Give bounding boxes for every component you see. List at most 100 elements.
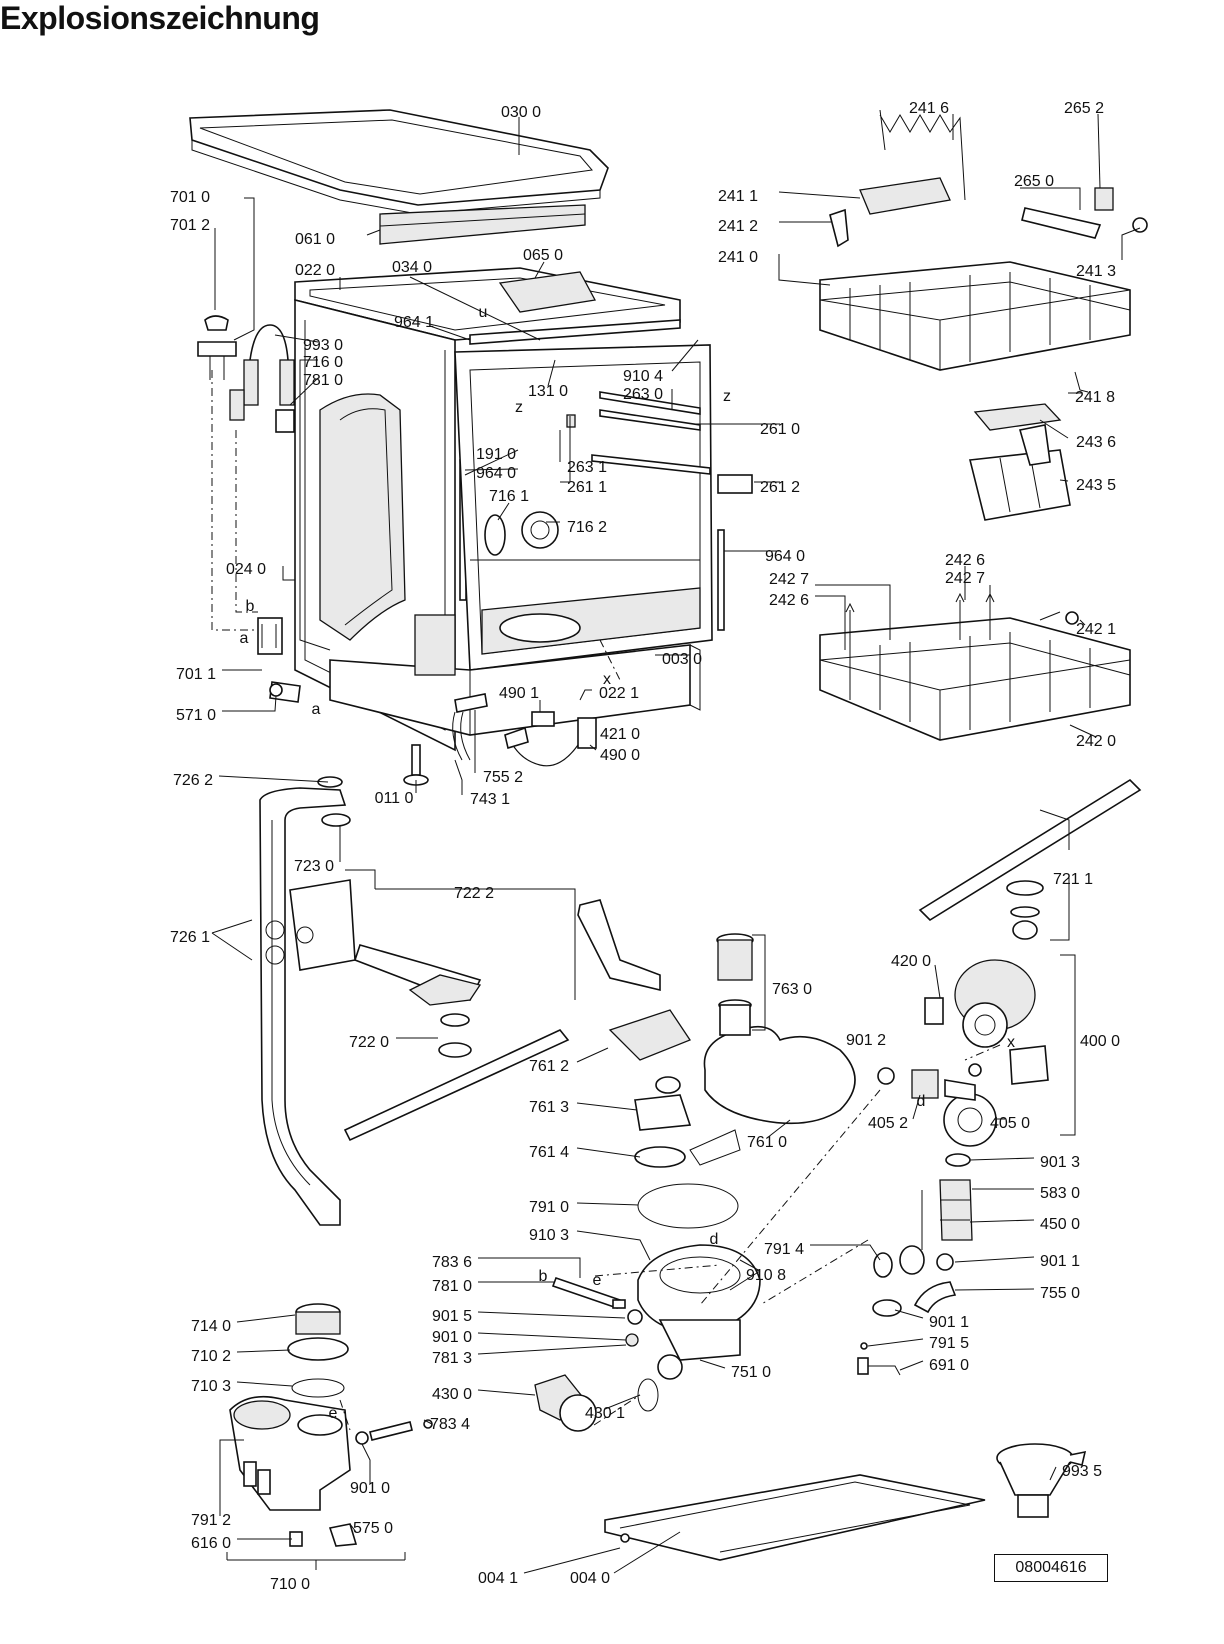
part-label-241-8: 241 8 <box>1075 389 1115 406</box>
part-label-691: 691 0 <box>929 1357 969 1374</box>
ref-letter-2: b <box>246 598 255 615</box>
part-label-781-0-top: 781 0 <box>303 372 343 389</box>
part-label-901-1-b: 901 1 <box>929 1314 969 1331</box>
part-label-783-6: 783 6 <box>432 1254 472 1271</box>
part-label-131: 131 0 <box>528 383 568 400</box>
ref-letter-10: e <box>593 1272 602 1289</box>
part-label-241-0: 241 0 <box>718 249 758 266</box>
part-label-781-0-low: 781 0 <box>432 1278 472 1295</box>
part-label-571: 571 0 <box>176 707 216 724</box>
part-label-261-0: 261 0 <box>760 421 800 438</box>
part-label-721-1: 721 1 <box>1053 871 1093 888</box>
part-label-701-1: 701 1 <box>176 666 216 683</box>
part-label-964-1: 964 1 <box>394 314 434 331</box>
pump-housing <box>877 1067 997 1147</box>
dispenser-rails <box>566 391 753 494</box>
part-label-761-3: 761 3 <box>529 1099 569 1116</box>
fine-filter <box>716 933 754 1036</box>
part-label-450: 450 0 <box>1040 1216 1080 1233</box>
part-label-910-4: 910 4 <box>623 368 663 385</box>
sensor-691 <box>857 1342 901 1376</box>
circulation-pump <box>924 959 1049 1085</box>
part-label-701-2: 701 2 <box>170 217 210 234</box>
water-softener <box>229 1303 358 1547</box>
ref-letter-12: u <box>479 304 488 321</box>
part-label-723: 723 0 <box>294 858 334 875</box>
part-label-761-4: 761 4 <box>529 1144 569 1161</box>
power-cable <box>504 711 597 767</box>
part-label-024: 024 0 <box>226 561 266 578</box>
lower-spray-arm <box>918 778 1142 940</box>
part-label-242-7-a: 242 7 <box>769 571 809 588</box>
assembly-dashes <box>211 370 1001 1431</box>
vent-housing <box>498 271 597 313</box>
ref-letter-8: d <box>710 1231 719 1248</box>
part-label-583: 583 0 <box>1040 1185 1080 1202</box>
part-label-430: 430 0 <box>432 1386 472 1403</box>
ref-letter-0: z <box>515 399 523 416</box>
part-label-065: 065 0 <box>523 247 563 264</box>
part-label-022-1: 022 1 <box>599 685 639 702</box>
part-label-242-6-a: 242 6 <box>945 552 985 569</box>
part-label-716-1: 716 1 <box>489 488 529 505</box>
page-title: Explosionszeichnung <box>0 0 320 36</box>
part-label-763: 763 0 <box>772 981 812 998</box>
sump-fittings <box>551 1276 643 1347</box>
heater-hoses <box>872 1153 973 1317</box>
part-label-901-3: 901 3 <box>1040 1154 1080 1171</box>
part-label-993-0: 993 0 <box>303 337 343 354</box>
ref-letter-6: x <box>1007 1034 1015 1051</box>
part-label-191: 191 0 <box>476 446 516 463</box>
ref-letter-4: a <box>312 701 321 718</box>
part-label-243-6: 243 6 <box>1076 434 1116 451</box>
part-label-722-2: 722 2 <box>454 885 494 902</box>
part-label-405-2: 405 2 <box>868 1115 908 1132</box>
part-label-791-0: 791 0 <box>529 1199 569 1216</box>
ref-letter-5: x <box>603 671 611 688</box>
ref-letter-11: e <box>329 1405 338 1422</box>
part-label-022: 022 0 <box>295 262 335 279</box>
part-label-616: 616 0 <box>191 1535 231 1552</box>
part-label-964-0-b: 964 0 <box>765 548 805 565</box>
part-label-791-2: 791 2 <box>191 1512 231 1529</box>
part-label-755-2: 755 2 <box>483 769 523 786</box>
part-label-241-1: 241 1 <box>718 188 758 205</box>
part-label-490-1: 490 1 <box>499 685 539 702</box>
part-label-901-5: 901 5 <box>432 1308 472 1325</box>
part-label-242-7-b: 242 7 <box>945 570 985 587</box>
part-label-034: 034 0 <box>392 259 432 276</box>
part-label-964-0-a: 964 0 <box>476 465 516 482</box>
part-label-710-3: 710 3 <box>191 1378 231 1395</box>
softener-fittings <box>355 1419 433 1445</box>
hose-fittings-left <box>197 315 295 433</box>
part-label-405-0: 405 0 <box>990 1115 1030 1132</box>
part-label-263-1: 263 1 <box>567 459 607 476</box>
part-label-993-5: 993 5 <box>1062 1463 1102 1480</box>
part-label-910-8: 910 8 <box>746 1267 786 1284</box>
upper-spray-arm <box>343 944 570 1142</box>
part-label-743-1: 743 1 <box>470 791 510 808</box>
part-label-261-1: 261 1 <box>567 479 607 496</box>
part-label-575: 575 0 <box>353 1520 393 1537</box>
spray-water-pipe <box>259 776 356 1226</box>
part-label-263-0: 263 0 <box>623 386 663 403</box>
part-label-011: 011 0 <box>375 790 414 807</box>
part-label-242-0: 242 0 <box>1076 733 1116 750</box>
base-plate <box>604 1474 986 1561</box>
drawing-number-box: 08004616 <box>994 1554 1108 1582</box>
part-label-901-0-a: 901 0 <box>432 1329 472 1346</box>
part-label-242-6-b: 242 6 <box>769 592 809 609</box>
part-label-726-1: 726 1 <box>170 929 210 946</box>
part-label-430-1: 430 1 <box>585 1405 625 1422</box>
part-label-716-2: 716 2 <box>567 519 607 536</box>
ref-letter-3: a <box>240 630 249 647</box>
part-label-751: 751 0 <box>731 1364 771 1381</box>
insulation-block <box>379 204 586 245</box>
ref-letter-1: z <box>723 388 731 405</box>
lower-basket <box>819 592 1131 741</box>
part-label-901-1-a: 901 1 <box>1040 1253 1080 1270</box>
lower-hoses <box>452 693 488 761</box>
part-label-791-5: 791 5 <box>929 1335 969 1352</box>
